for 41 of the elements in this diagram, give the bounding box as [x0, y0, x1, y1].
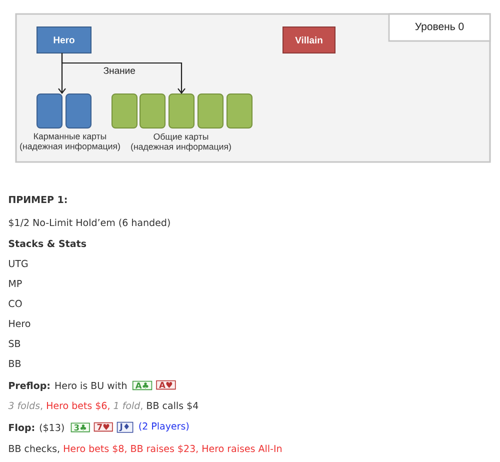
arrow: [61, 53, 186, 94]
label: BB raises $23,: [131, 444, 198, 454]
level-tab: Уровень 0: [388, 13, 491, 42]
label: BB checks,: [9, 444, 60, 454]
card-badge: 3♣: [70, 422, 90, 432]
player-box: Hero: [36, 26, 92, 54]
link: (2 Players): [139, 422, 189, 432]
game-info: $1/2 No-Limit Hold’em (6 handed): [9, 218, 170, 228]
player-box: Villain: [282, 26, 336, 54]
action-line: 3 folds, Hero bets $6, 1 fold, BB calls $4: [8, 402, 198, 410]
card-badge: 7♥: [94, 422, 113, 432]
action-text: Preflop: Hero is BU with: [9, 382, 126, 391]
card-badge: J♦: [116, 422, 134, 433]
label: Hero bets $8,: [64, 444, 126, 454]
card-caption: Карманные карты (надежная информация): [20, 133, 120, 152]
card: [36, 94, 62, 128]
position-label: SB: [8, 340, 20, 348]
heading: ПРИМЕР 1:: [9, 196, 67, 203]
position-label: BB: [9, 360, 21, 367]
action-text: Flop: ($13): [9, 424, 64, 433]
card-badge: A♣: [132, 380, 152, 390]
label: 3 folds,: [8, 402, 42, 410]
card-caption: Общие карты (надежная информация): [131, 133, 231, 152]
card-badge: A♥: [156, 380, 176, 390]
edge-label: Знание: [102, 66, 136, 75]
card: [140, 94, 166, 128]
position-label: UTG: [9, 260, 28, 268]
label: Hero bets $6,: [47, 402, 110, 410]
card: [168, 94, 194, 128]
card: [112, 94, 138, 128]
label: 1 fold,: [114, 402, 142, 410]
position-label: CO: [8, 300, 22, 308]
position-label: Hero: [9, 320, 30, 328]
label: Hero raises All-In: [202, 444, 282, 452]
position-label: MP: [9, 280, 22, 287]
card: [66, 94, 92, 128]
card: [226, 94, 252, 128]
action-line: BB checks, Hero bets $8, BB raises $23, Hero raises All-In: [9, 444, 282, 454]
card: [198, 94, 224, 128]
heading: Stacks & Stats: [8, 240, 86, 248]
label: BB calls $4: [147, 402, 198, 410]
